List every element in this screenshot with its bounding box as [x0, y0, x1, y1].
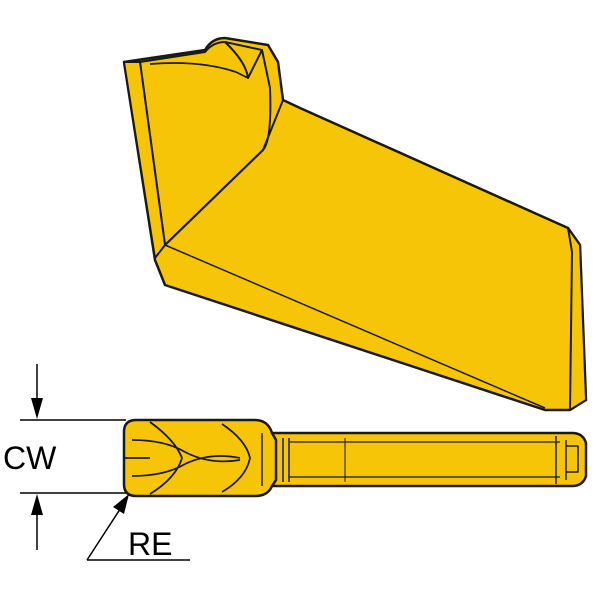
insert-perspective-view [122, 36, 588, 412]
re-label: RE [128, 526, 172, 562]
cw-arrowhead-top [31, 398, 43, 419]
cw-dimension [20, 364, 126, 550]
chipbreaker-detail [149, 421, 183, 495]
re-leader [86, 494, 190, 561]
cw-arrowhead-bottom [31, 494, 43, 515]
chipbreaker-detail [131, 439, 241, 463]
re-arrowhead [113, 494, 129, 514]
insert-top-view [122, 418, 588, 498]
rear-end-face [567, 227, 587, 411]
face-edge-line [262, 99, 284, 151]
chipbreaker-curve [149, 62, 249, 79]
face-edge-line [164, 149, 264, 246]
rear-end-line [566, 445, 579, 473]
chipbreaker-detail [221, 423, 251, 493]
insert-shank [260, 431, 588, 488]
cw-label: CW [3, 440, 57, 476]
face-edge-line [164, 244, 546, 409]
chipbreaker-detail [131, 455, 241, 477]
